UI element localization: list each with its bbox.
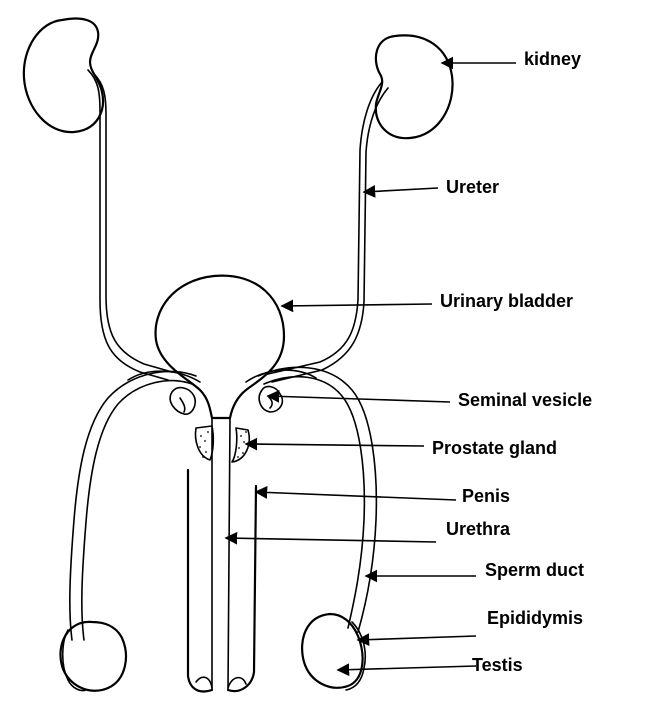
prostate-stipple: [199, 431, 247, 458]
right-ureter: [267, 81, 383, 375]
label-epididymis: Epididymis: [487, 608, 583, 628]
left-testis: [59, 620, 127, 692]
urethra: [211, 417, 231, 691]
right-prostate: [231, 427, 250, 463]
label-urinary-bladder: Urinary bladder: [440, 291, 573, 311]
epididymis-pointer: [356, 633, 477, 647]
bladder-pointer: [280, 299, 433, 313]
label-penis: Penis: [462, 486, 510, 506]
left-seminal-vesicle: [169, 386, 197, 415]
seminal-pointer: [266, 389, 451, 403]
penis: [186, 468, 258, 693]
urethra-pointer: [224, 531, 437, 545]
penis-pointer: [254, 486, 457, 501]
prostate-pointer: [244, 437, 425, 451]
label-testis: Testis: [472, 655, 523, 675]
left-sperm-duct: [69, 370, 197, 641]
right-sperm-duct: [257, 366, 378, 633]
label-sperm-duct: Sperm duct: [485, 560, 584, 580]
left-prostate: [194, 425, 215, 461]
left-ureter: [87, 69, 169, 381]
testis-pointer: [336, 663, 477, 677]
right-kidney: [374, 34, 454, 140]
left-kidney: [22, 17, 104, 134]
right-seminal-vesicle: [258, 385, 284, 413]
label-ureter: Ureter: [446, 177, 499, 197]
label-urethra: Urethra: [446, 519, 511, 539]
right-testis: [300, 612, 364, 689]
label-prostate-gland: Prostate gland: [432, 438, 557, 458]
label-kidney: kidney: [524, 49, 581, 69]
urinary-bladder: [154, 274, 286, 420]
ureter-pointer: [362, 185, 439, 198]
label-seminal-vesicle: Seminal vesicle: [458, 390, 592, 410]
